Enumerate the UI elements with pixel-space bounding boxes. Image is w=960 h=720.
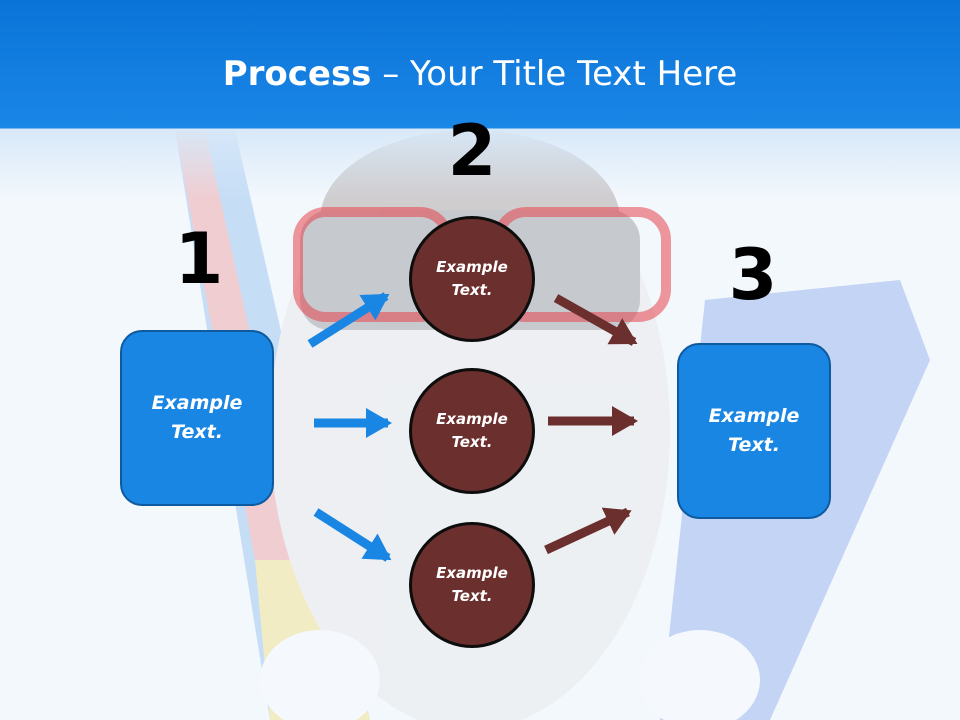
title-rest: – Your Title Text Here — [371, 54, 738, 94]
title-bold: Process — [222, 54, 372, 94]
slide-title: Process – Your Title Text Here — [0, 50, 960, 98]
title-banner — [0, 0, 960, 200]
step-number-2: 2 — [447, 110, 497, 192]
arrow-brown-down — [553, 294, 638, 346]
arrow-brown-up — [544, 507, 632, 555]
arrow-blue-up — [307, 292, 390, 348]
step-number-3: 3 — [728, 234, 778, 316]
arrow-blue-down — [313, 508, 392, 562]
circle-top[interactable]: Example Text. — [409, 216, 535, 342]
circle-middle-text: Example Text. — [436, 410, 508, 451]
step-number-1: 1 — [174, 218, 224, 300]
circle-bottom[interactable]: Example Text. — [409, 522, 535, 648]
circle-top-text: Example Text. — [436, 258, 508, 299]
right-box-text: Example Text. — [708, 405, 800, 456]
right-text-box[interactable]: Example Text. — [677, 343, 831, 519]
circle-middle[interactable]: Example Text. — [409, 368, 535, 494]
circle-bottom-text: Example Text. — [436, 564, 508, 605]
left-text-box[interactable]: Example Text. — [120, 330, 274, 506]
left-box-text: Example Text. — [151, 392, 243, 443]
